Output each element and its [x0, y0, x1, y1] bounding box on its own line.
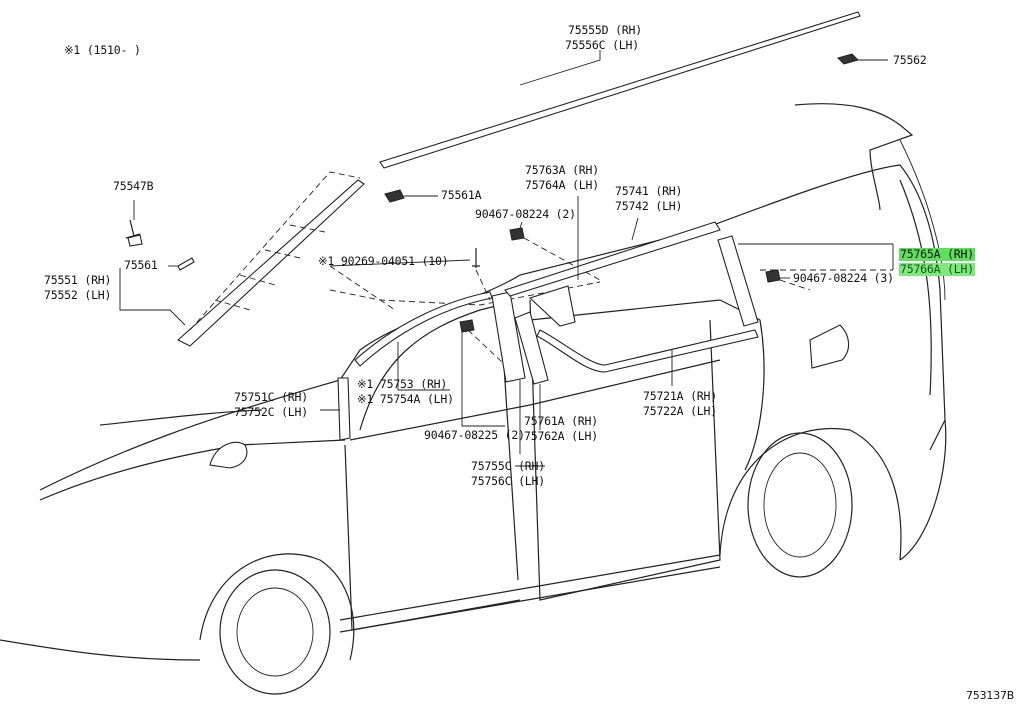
label-90467-08224-2[interactable]: 90467-08224 (2)	[475, 207, 576, 221]
label-75751c[interactable]: 75751C (RH)	[234, 390, 308, 404]
label-75547b[interactable]: 75547B	[113, 179, 154, 193]
clip-75561a	[384, 189, 405, 203]
clip-90467-08224-b	[765, 269, 781, 283]
label-75753[interactable]: ※1 75753 (RH)	[357, 377, 448, 391]
label-75721a[interactable]: 75721A (RH)	[643, 389, 717, 403]
molding-75721a	[536, 329, 759, 373]
label-75755c[interactable]: 75755C (RH)	[471, 459, 545, 473]
label-75555d[interactable]: 75555D (RH)	[568, 23, 642, 37]
car-body-outline	[39, 164, 946, 491]
label-75722a[interactable]: 75722A (LH)	[643, 404, 717, 418]
clip-90467-08225	[459, 319, 475, 333]
clip-75562	[837, 53, 859, 65]
label-75562[interactable]: 75562	[893, 53, 927, 67]
rear-wheel	[747, 432, 853, 578]
clip-90467-08224-a	[509, 227, 525, 241]
label-90467-08225[interactable]: 90467-08225 (2)	[424, 428, 525, 442]
center-pillar-molding	[491, 291, 526, 383]
pillar-guide-dashes	[189, 171, 361, 331]
front-wheel	[219, 569, 331, 695]
label-75763a[interactable]: 75763A (RH)	[525, 163, 599, 177]
label-75754a[interactable]: ※1 75754A (LH)	[357, 392, 454, 406]
molding-75763a	[528, 285, 576, 327]
diagram-code: 753137B	[966, 689, 1015, 702]
label-75561a[interactable]: 75561A	[441, 188, 482, 202]
label-75762a[interactable]: 75762A (LH)	[524, 429, 598, 443]
screw-90269	[472, 248, 480, 268]
label-75761a[interactable]: 75761A (RH)	[524, 414, 598, 428]
label-75556c[interactable]: 75556C (LH)	[565, 38, 639, 52]
label-90467-08224-3[interactable]: 90467-08224 (3)	[793, 271, 894, 285]
label-75742[interactable]: 75742 (LH)	[615, 199, 683, 213]
sliding-door	[529, 299, 721, 601]
molding-75761a	[514, 311, 549, 385]
side-mirror	[209, 441, 248, 469]
pillar-molding-75551	[177, 179, 365, 347]
label-75766a[interactable]: 75766A (LH)	[899, 262, 975, 276]
label-75756c[interactable]: 75756C (LH)	[471, 474, 545, 488]
label-75561[interactable]: 75561	[124, 258, 158, 272]
label-75741[interactable]: 75741 (RH)	[615, 184, 683, 198]
molding-75751c	[337, 377, 351, 441]
clip-75561	[177, 257, 195, 271]
label-75765a[interactable]: 75765A (RH)	[899, 247, 975, 261]
molding-75765a	[717, 235, 759, 327]
label-75552[interactable]: 75552 (LH)	[44, 288, 112, 302]
label-75752c[interactable]: 75752C (LH)	[234, 405, 308, 419]
fuel-lid	[809, 324, 850, 369]
rear-wheel-arch	[719, 428, 902, 561]
front-wheel-arch	[199, 553, 355, 661]
label-90269-04051[interactable]: ※1 90269-04051 (10)	[318, 254, 449, 268]
roof-molding-strip	[379, 11, 861, 169]
note-text: ※1 (1510- )	[64, 43, 141, 57]
molding-75741	[504, 221, 721, 297]
hood-line	[39, 439, 346, 501]
label-75551[interactable]: 75551 (RH)	[44, 273, 112, 287]
label-75764a[interactable]: 75764A (LH)	[525, 178, 599, 192]
